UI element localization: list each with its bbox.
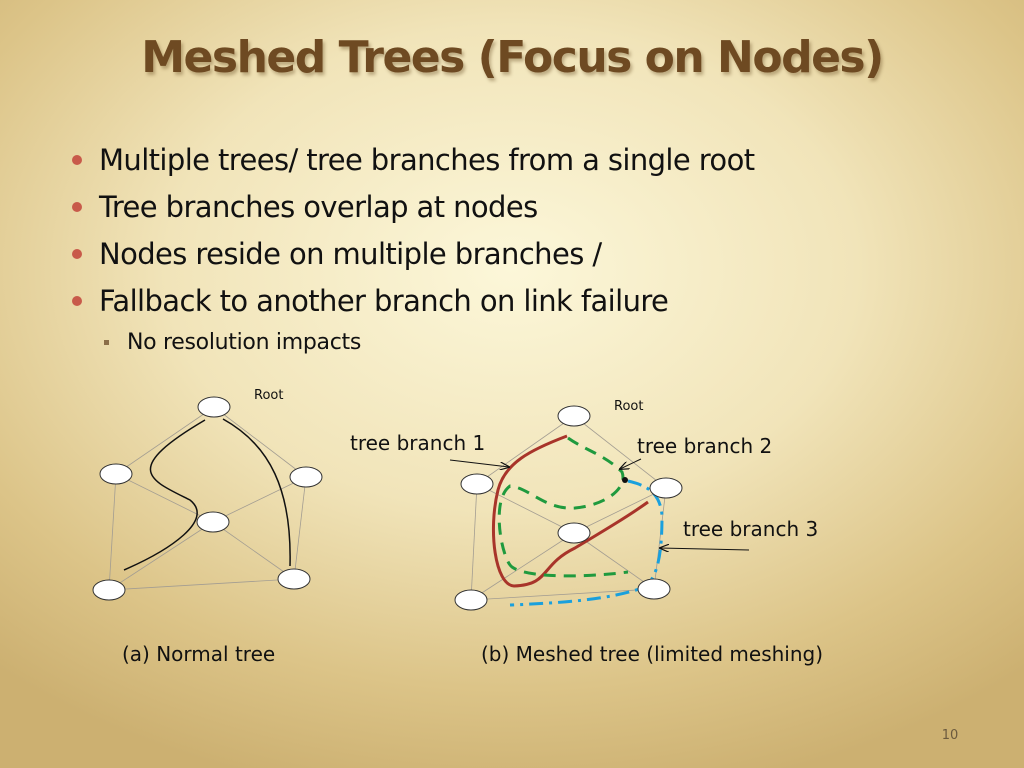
root-label: Root <box>614 399 643 414</box>
bullet-dot-icon <box>72 248 82 259</box>
bullet-list: Multiple trees/ tree branches from a sin… <box>68 136 968 360</box>
node <box>557 405 591 427</box>
arrow-branch-2 <box>620 458 642 469</box>
node <box>454 589 488 611</box>
root-label: Root <box>254 388 283 403</box>
tree-nodes <box>454 405 683 611</box>
bullet-dot-icon <box>72 295 82 306</box>
bullet-text: Nodes reside on multiple branches / <box>99 236 602 271</box>
node <box>277 568 311 590</box>
node <box>637 578 671 600</box>
node <box>289 466 323 488</box>
node <box>649 477 683 499</box>
node <box>197 396 231 418</box>
tree-branch-1-label: tree branch 1 <box>350 431 485 455</box>
caption-normal-tree: (a) Normal tree <box>122 642 275 666</box>
slide-title: Meshed Trees (Focus on Nodes) <box>141 32 884 83</box>
tree-branch-3-label: tree branch 3 <box>683 517 818 541</box>
bullet-item: Fallback to another branch on link failu… <box>68 277 968 324</box>
node <box>92 579 126 601</box>
bullet-dot-icon <box>72 154 82 165</box>
junction-dot <box>622 477 628 483</box>
sub-bullet-square-icon <box>104 339 109 345</box>
arrow-branch-3 <box>660 548 750 550</box>
tree-branch-path <box>222 418 291 567</box>
tree-nodes <box>92 396 323 601</box>
tree-branch-path <box>123 419 206 571</box>
normal-tree-diagram: Root (a) Normal tree <box>92 388 323 666</box>
bullet-item: Nodes reside on multiple branches / <box>68 230 968 277</box>
tree-branch-1-path <box>492 434 649 588</box>
node <box>99 463 133 485</box>
node <box>196 511 230 533</box>
bullet-dot-icon <box>72 201 82 212</box>
tree-branch-2-path <box>497 436 629 578</box>
bullet-item: Tree branches overlap at nodes <box>68 183 968 230</box>
sub-bullet-item: No resolution impacts <box>102 324 968 360</box>
caption-meshed-tree: (b) Meshed tree (limited meshing) <box>481 642 823 666</box>
page-number: 10 <box>941 728 959 743</box>
node <box>557 522 591 544</box>
sub-bullet-text: No resolution impacts <box>127 329 361 355</box>
bullet-text: Tree branches overlap at nodes <box>99 189 538 224</box>
bullet-item: Multiple trees/ tree branches from a sin… <box>68 136 968 183</box>
tree-branch-2-label: tree branch 2 <box>637 434 772 458</box>
bullet-text: Fallback to another branch on link failu… <box>99 283 669 318</box>
meshed-tree-diagram: Root tree branch 1 tree branch 2 tree br… <box>350 399 823 666</box>
node <box>460 473 494 495</box>
arrow-branch-1 <box>449 459 509 467</box>
bullet-text: Multiple trees/ tree branches from a sin… <box>99 142 755 177</box>
